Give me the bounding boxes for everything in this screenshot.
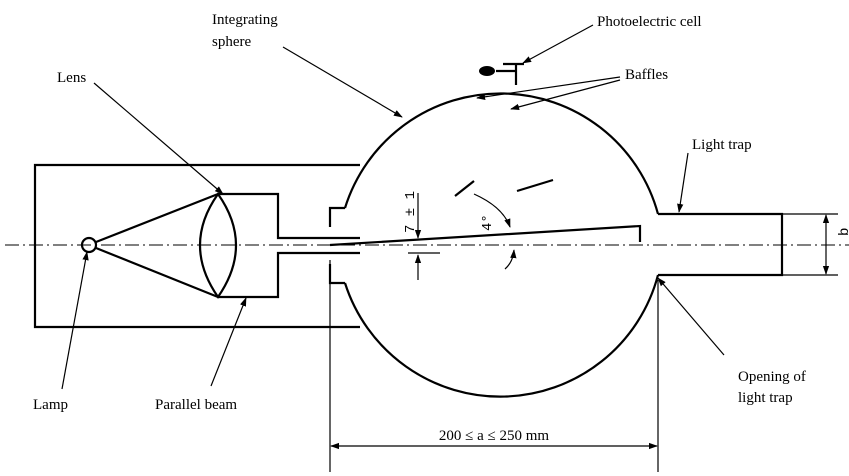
label-lamp: Lamp xyxy=(33,397,68,413)
entrance-port-lower xyxy=(328,264,345,285)
label-opening-line2: light trap xyxy=(738,390,793,406)
label-light-trap: Light trap xyxy=(692,137,752,153)
photoelectric-cell-mount xyxy=(496,62,524,85)
baffle-left xyxy=(454,180,475,197)
dim-angle-label: 4° xyxy=(480,214,496,231)
label-opening-line1: Opening of xyxy=(738,369,806,385)
beam-tube xyxy=(218,192,360,299)
dim-angle-arc-lower xyxy=(504,249,517,270)
leader-opening xyxy=(657,277,725,356)
dim-angle-arc-upper xyxy=(473,193,511,228)
baffle-right xyxy=(516,178,554,193)
entrance-port-upper xyxy=(328,206,345,227)
specimen-plate xyxy=(329,224,642,247)
label-integrating-sphere-line1: Integrating xyxy=(212,12,278,28)
dim-a-label: 200 ≤ a ≤ 250 mm xyxy=(439,428,550,444)
dim-offset-label: 7 ± 1 xyxy=(403,191,419,233)
leader-photocell xyxy=(522,24,594,64)
leader-parallel-beam xyxy=(210,297,247,387)
lens xyxy=(199,192,237,299)
light-trap xyxy=(658,212,784,277)
leader-sphere xyxy=(282,46,403,118)
label-integrating-sphere-line2: sphere xyxy=(212,34,251,50)
leader-baffle-2 xyxy=(510,79,621,110)
label-photoelectric-cell: Photoelectric cell xyxy=(597,14,702,30)
light-cone xyxy=(95,192,219,299)
lamp-housing xyxy=(33,163,360,329)
label-lens: Lens xyxy=(57,70,86,86)
leader-baffle-1 xyxy=(476,76,621,100)
label-parallel-beam: Parallel beam xyxy=(155,397,237,413)
dim-b-label: b xyxy=(837,228,849,236)
leader-lens xyxy=(93,82,224,195)
label-baffles: Baffles xyxy=(625,67,668,83)
leader-lamp xyxy=(61,251,89,390)
photoelectric-cell-icon xyxy=(479,66,495,76)
leader-light-trap xyxy=(677,152,689,213)
lamp-bulb xyxy=(80,236,98,254)
